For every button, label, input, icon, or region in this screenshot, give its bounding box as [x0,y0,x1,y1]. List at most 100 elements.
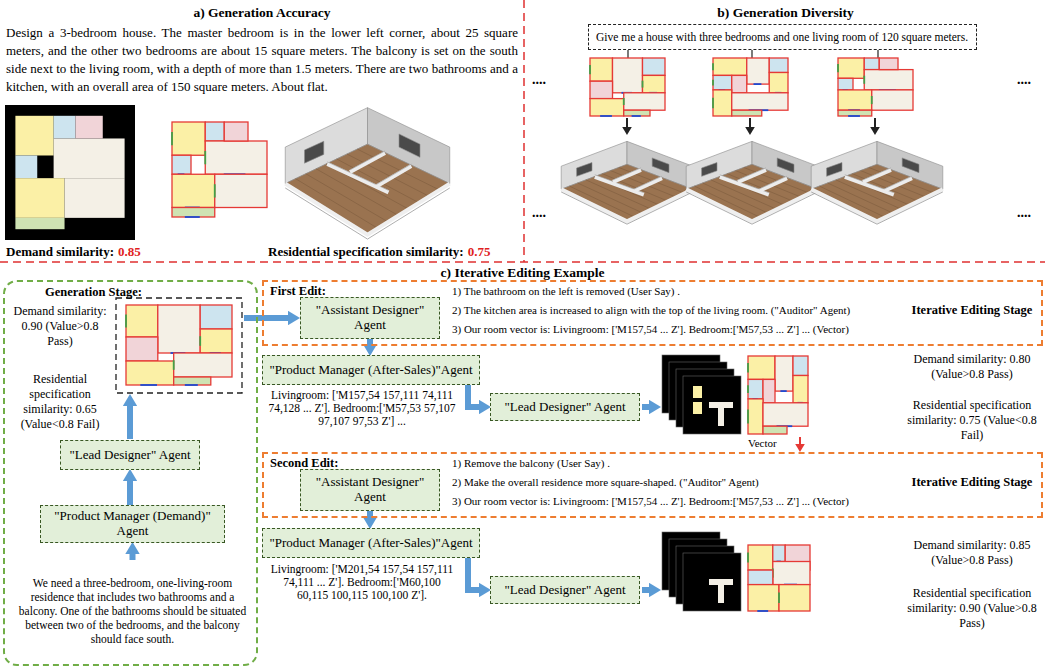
annotation: Demand similarity: 0.85 (Value>0.8 Pass) [902,538,1042,568]
room [15,178,64,218]
room [158,305,200,353]
annotation: Residential specification similarity: [268,244,464,260]
floor-tile [694,186,760,217]
front-wall-edge [811,192,943,224]
node-text: "Assistant Designer" Agent [306,475,434,505]
inner-wall-edge [376,164,411,184]
mask-stack [662,355,741,434]
window-mark [199,336,201,346]
edit-panel: First Edit:1) The bathroom on the left i… [262,280,1043,346]
window [777,158,794,173]
room [613,58,643,93]
room [174,353,232,377]
raster-plan [5,105,135,240]
branch-line [627,50,628,58]
generation-stage-panel: Generation Stage:Demand similarity: 0.90… [3,280,258,666]
floor-tile [306,174,388,222]
room [174,377,211,385]
house-render [811,141,943,224]
flow-arrow [468,385,479,407]
room [15,116,53,156]
down-arrow [874,118,876,127]
inner-wall-edge [350,151,385,170]
plan-ground [5,105,135,240]
agent-box: "Lead Designer" Agent [60,440,200,470]
floor-tile [569,186,635,217]
room [793,376,808,403]
room [215,174,267,207]
front-wall-edge [285,188,450,239]
room [838,78,853,90]
room [748,356,775,379]
room [864,70,913,90]
window-mark [712,98,714,108]
window-mark [747,553,749,563]
inner-wall [350,153,385,172]
annotation: Livingroom: ['M157,54 157,111 74,111 74,… [268,389,456,429]
floor-tile [819,186,885,217]
ellipsis: .... [1017,205,1031,221]
room [732,110,762,116]
panel-text: 1) The bathroom on the left is removed (… [452,285,680,297]
agent-box: "Assistant Designer" Agent [300,469,440,511]
vector-plan [838,58,913,116]
room [838,58,864,78]
panel-text: 1) Remove the balcony (User Say) . [452,457,610,469]
room [748,585,779,611]
room [200,305,232,329]
window-mark [747,409,749,423]
flow-arrow [127,481,133,505]
ellipsis: .... [1017,72,1031,88]
panel-text: Iterative Editing Stage [904,303,1040,318]
panel-title: Generation Stage: [45,285,142,300]
panel-text: Residential specification similarity: 0.… [8,372,112,432]
mask-room [718,579,724,603]
node-text: "Product Manager (Demand)" Agent [46,509,219,539]
door-mark [185,384,198,386]
room [769,73,788,93]
room [748,399,763,434]
house-render [686,141,818,224]
panel-text: 2) Make the overall residence more squar… [452,476,759,488]
window-mark [589,65,591,74]
room [65,178,125,218]
room [15,155,37,178]
room [748,545,773,570]
section-title: b) Generation Diversity [526,5,1045,21]
annotation: Vector [748,437,777,449]
flow-arrow [244,315,288,321]
window-mark [712,80,714,86]
window-mark [171,132,173,145]
room [775,356,793,391]
vector-arrow [799,437,801,444]
flow-arrow [130,554,136,560]
room [763,403,808,426]
flow-arrow [367,339,373,344]
window [702,163,717,177]
room [643,58,666,75]
room [205,141,267,174]
annotation: Residential specification similarity: 0.… [902,586,1042,631]
panel-text: Iterative Editing Stage [904,475,1040,490]
room [713,90,732,116]
door-mark [780,390,786,392]
inner-wall [863,170,891,182]
door-mark [600,115,612,117]
front-wall [285,184,450,235]
window-mark [712,63,714,70]
annotation: Design a 3-bedroom house. The master bed… [6,24,518,96]
section-title: a) Generation Accuracy [0,5,524,21]
room [172,155,191,174]
window-mark [642,81,644,88]
inner-wall [884,178,912,191]
mask-stack [662,532,741,611]
node-text: We need a three-bedroom, one-living-room… [12,576,253,646]
floor-tile [337,159,419,203]
room [624,110,650,116]
branch-line [751,50,752,58]
annotation: Residential specification similarity: 0.… [902,398,1042,443]
inner-wall [759,178,787,191]
door-mark [185,216,200,218]
window-mark [204,151,206,164]
room [838,90,872,110]
